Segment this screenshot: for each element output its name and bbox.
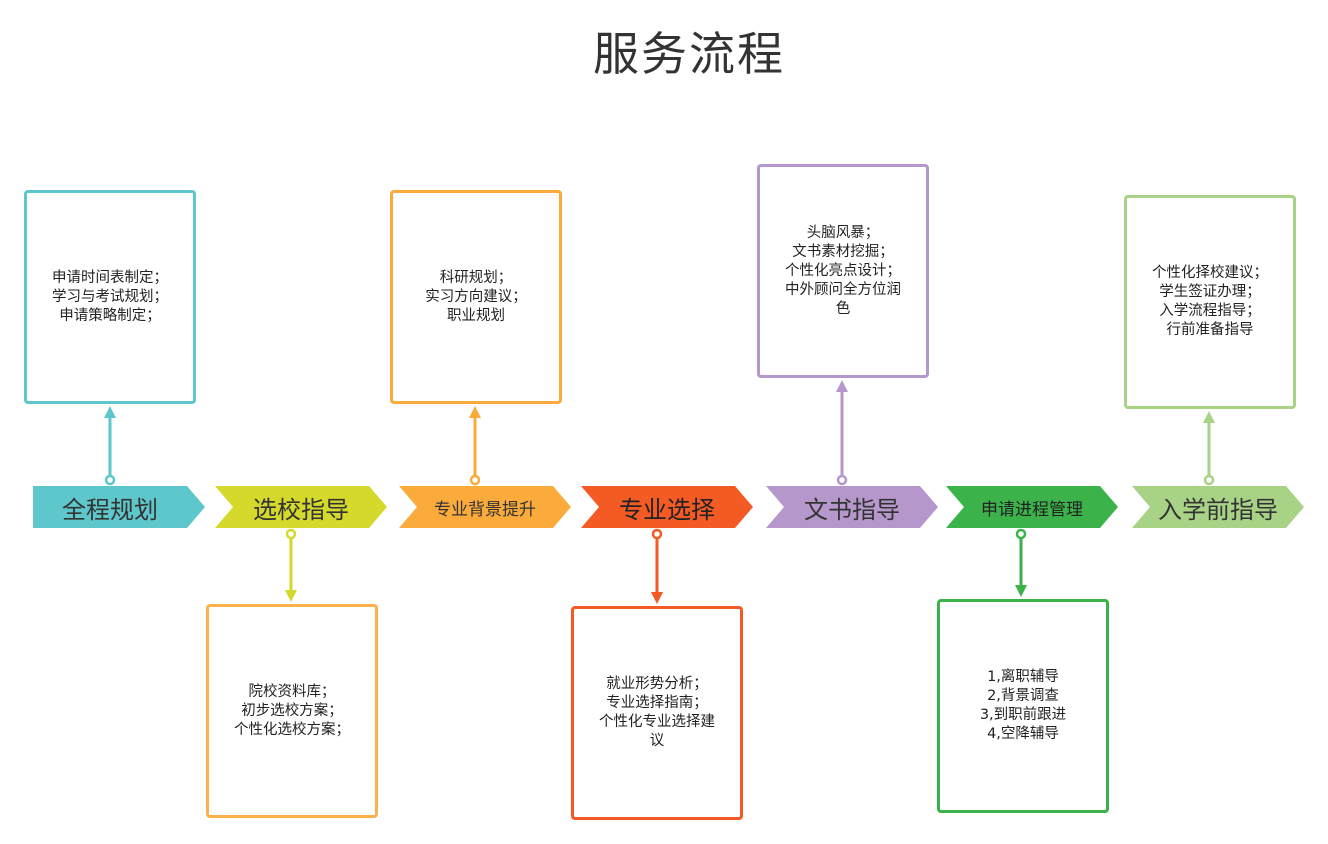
detail-box-2: 院校资料库； 初步选校方案； 个性化选校方案； <box>206 604 378 818</box>
detail-box-text: 就业形势分析； 专业选择指南； 个性化专业选择建 议 <box>599 676 715 749</box>
stage-label-6: 申请进程管理 <box>981 499 1083 520</box>
stage-arrow-6 <box>946 486 1118 528</box>
detail-box-text: 申请时间表制定； 学习与考试规划； 申请策略制定； <box>52 269 168 324</box>
detail-box-3: 科研规划； 实习方向建议； 职业规划 <box>390 190 562 404</box>
stage-label-7: 入学前指导 <box>1158 495 1278 524</box>
stage-label-5: 文书指导 <box>804 495 900 524</box>
connector-dot-5 <box>836 474 848 486</box>
detail-box-text: 1,离职辅导 2,背景调查 3,到职前跟进 4,空降辅导 <box>979 669 1067 742</box>
stage-label-3: 专业背景提升 <box>434 499 536 520</box>
detail-box-5: 头脑风暴； 文书素材挖掘； 个性化亮点设计； 中外顾问全方位润 色 <box>757 164 929 378</box>
detail-box-4: 就业形势分析； 专业选择指南； 个性化专业选择建 议 <box>571 606 743 820</box>
stage-label-4: 专业选择 <box>619 495 715 524</box>
connector-dot-4 <box>651 528 663 540</box>
detail-box-7: 个性化择校建议； 学生签证办理； 入学流程指导； 行前准备指导 <box>1124 195 1296 409</box>
detail-box-text: 科研规划； 实习方向建议； 职业规划 <box>425 269 527 324</box>
detail-box-text: 院校资料库； 初步选校方案； 个性化选校方案； <box>234 683 350 738</box>
detail-box-1: 申请时间表制定； 学习与考试规划； 申请策略制定； <box>24 190 196 404</box>
stage-arrow-1 <box>33 486 205 528</box>
stage-arrow-3 <box>399 486 571 528</box>
detail-box-text: 个性化择校建议； 学生签证办理； 入学流程指导； 行前准备指导 <box>1152 265 1268 338</box>
connector-dot-6 <box>1015 528 1027 540</box>
connector-dot-7 <box>1203 474 1215 486</box>
stage-arrow-7 <box>1132 486 1304 528</box>
connector-dot-1 <box>104 474 116 486</box>
connector-dot-2 <box>285 528 297 540</box>
stage-arrow-5 <box>766 486 938 528</box>
stage-label-1: 全程规划 <box>62 495 158 524</box>
stage-arrow-2 <box>215 486 387 528</box>
stage-label-2: 选校指导 <box>253 495 349 524</box>
page-title: 服务流程 <box>593 27 785 81</box>
connector-dot-3 <box>469 474 481 486</box>
detail-box-6: 1,离职辅导 2,背景调查 3,到职前跟进 4,空降辅导 <box>937 599 1109 813</box>
detail-box-text: 头脑风暴； 文书素材挖掘； 个性化亮点设计； 中外顾问全方位润 色 <box>785 224 901 317</box>
stage-arrow-4 <box>581 486 753 528</box>
